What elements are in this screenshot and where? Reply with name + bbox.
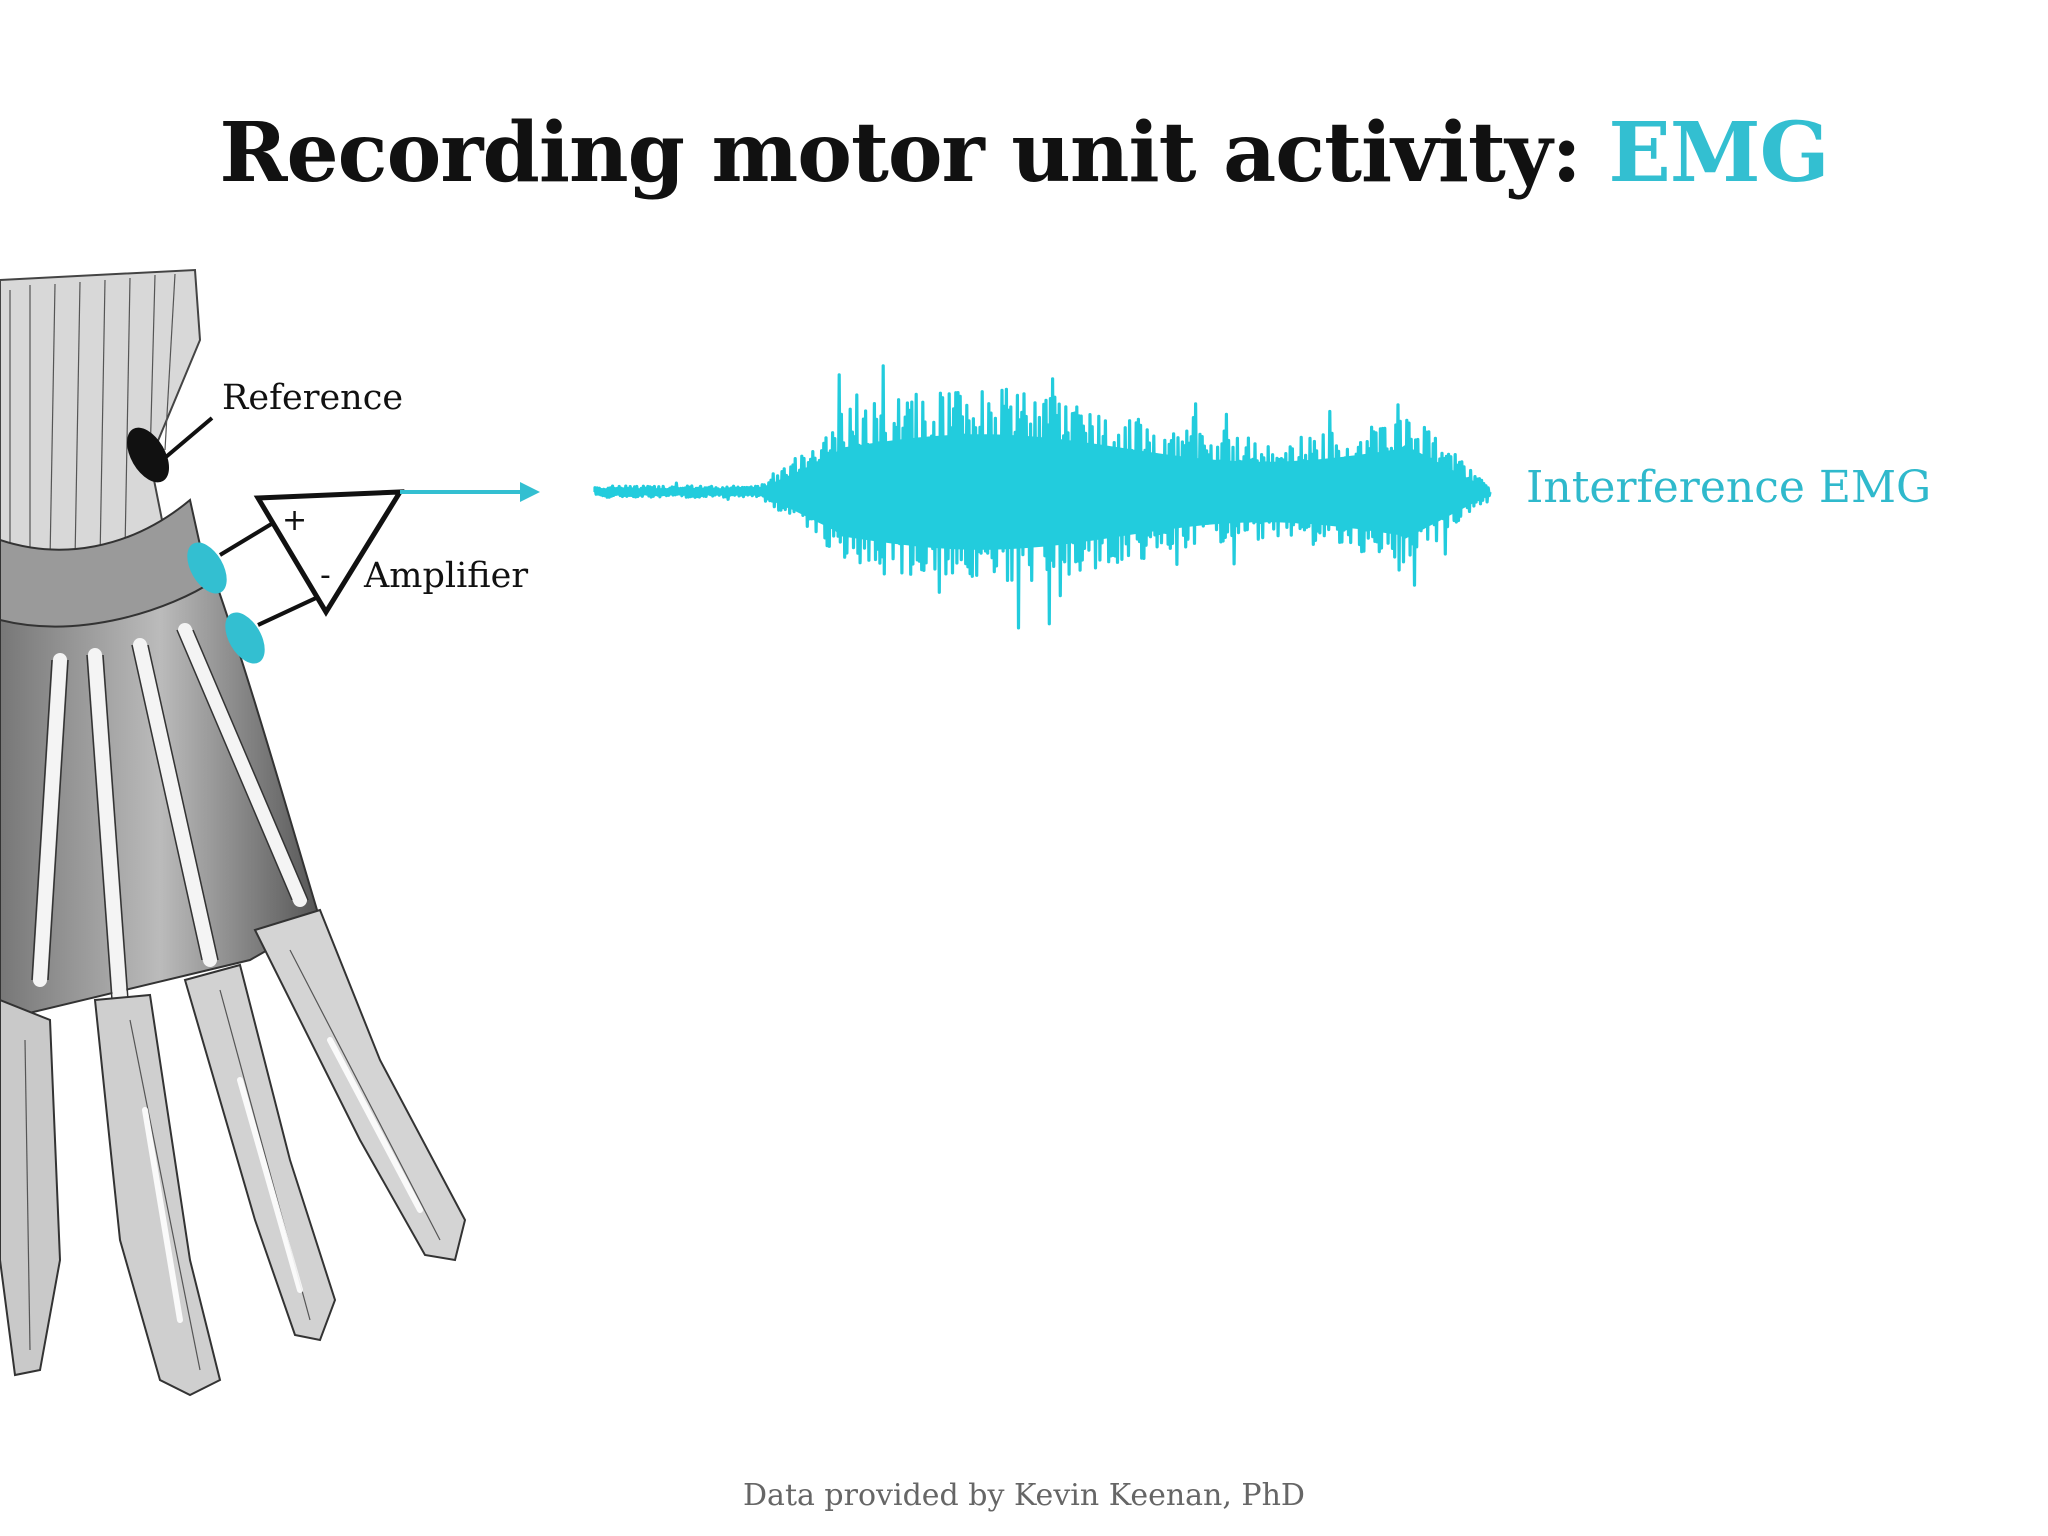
amplifier-label: Amplifier xyxy=(364,556,529,596)
data-credit: Data provided by Kevin Keenan, PhD xyxy=(743,1478,1305,1513)
amplifier-symbol xyxy=(253,489,405,617)
reference-electrode xyxy=(126,427,170,483)
title-accent: EMG xyxy=(1608,105,1829,201)
emg-trace-core xyxy=(595,434,1489,550)
title-main: Recording motor unit activity: xyxy=(219,105,1609,201)
positive-lead-wire xyxy=(218,518,280,557)
amplifier-minus-sign: - xyxy=(320,558,331,593)
recording-electrode-negative xyxy=(225,612,265,664)
reference-label: Reference xyxy=(222,378,404,418)
interference-emg-label: Interference EMG xyxy=(1526,462,1932,513)
amplifier-plus-sign: + xyxy=(282,503,307,538)
negative-lead-wire xyxy=(257,596,317,627)
output-arrow-head xyxy=(520,482,540,502)
reference-lead-wire xyxy=(158,416,214,464)
page-title: Recording motor unit activity: EMG xyxy=(0,105,2048,201)
hand-anatomy-illustration xyxy=(0,268,467,1397)
interference-emg-signal xyxy=(593,364,1492,630)
recording-electrode-positive xyxy=(187,542,227,594)
